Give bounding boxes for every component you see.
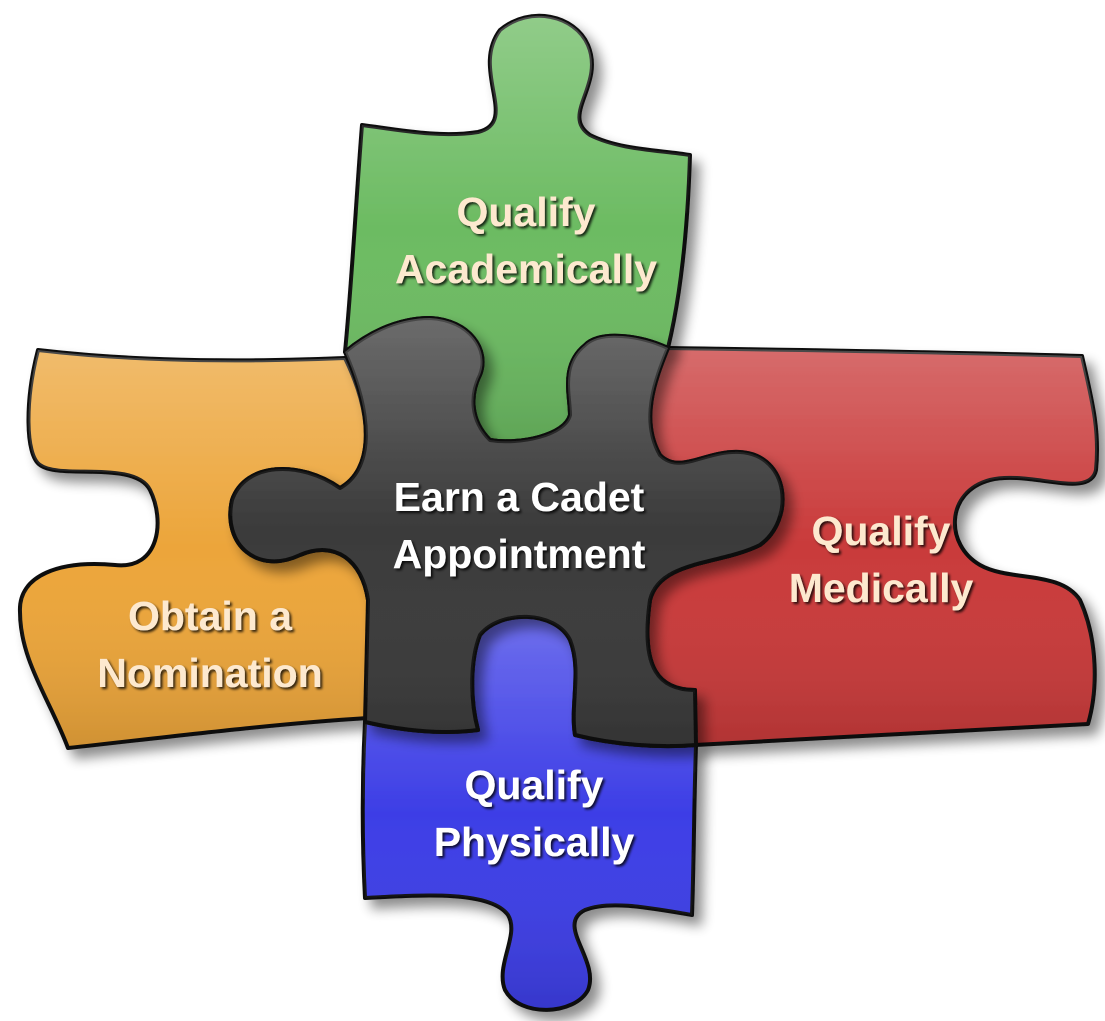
right-label-line2: Medically xyxy=(789,565,974,611)
bottom-piece-gloss xyxy=(362,616,696,1010)
top-label-line1: Qualify xyxy=(457,189,596,235)
left-label-line1: Obtain a xyxy=(128,593,293,639)
bottom-label-line2: Physically xyxy=(434,819,635,865)
center-label-line1: Earn a Cadet xyxy=(394,474,645,520)
center-label-line2: Appointment xyxy=(393,531,646,577)
center-piece-gloss xyxy=(230,318,783,747)
puzzle-piece-left xyxy=(17,348,370,750)
left-label-line2: Nomination xyxy=(97,650,322,696)
right-piece-gloss xyxy=(647,348,1098,745)
left-piece-gloss xyxy=(19,350,368,748)
top-label-line2: Academically xyxy=(395,246,657,292)
right-label-line1: Qualify xyxy=(812,508,951,554)
puzzle-piece-right xyxy=(645,346,1100,747)
bottom-label-line1: Qualify xyxy=(465,762,604,808)
puzzle-piece-center xyxy=(228,316,785,749)
